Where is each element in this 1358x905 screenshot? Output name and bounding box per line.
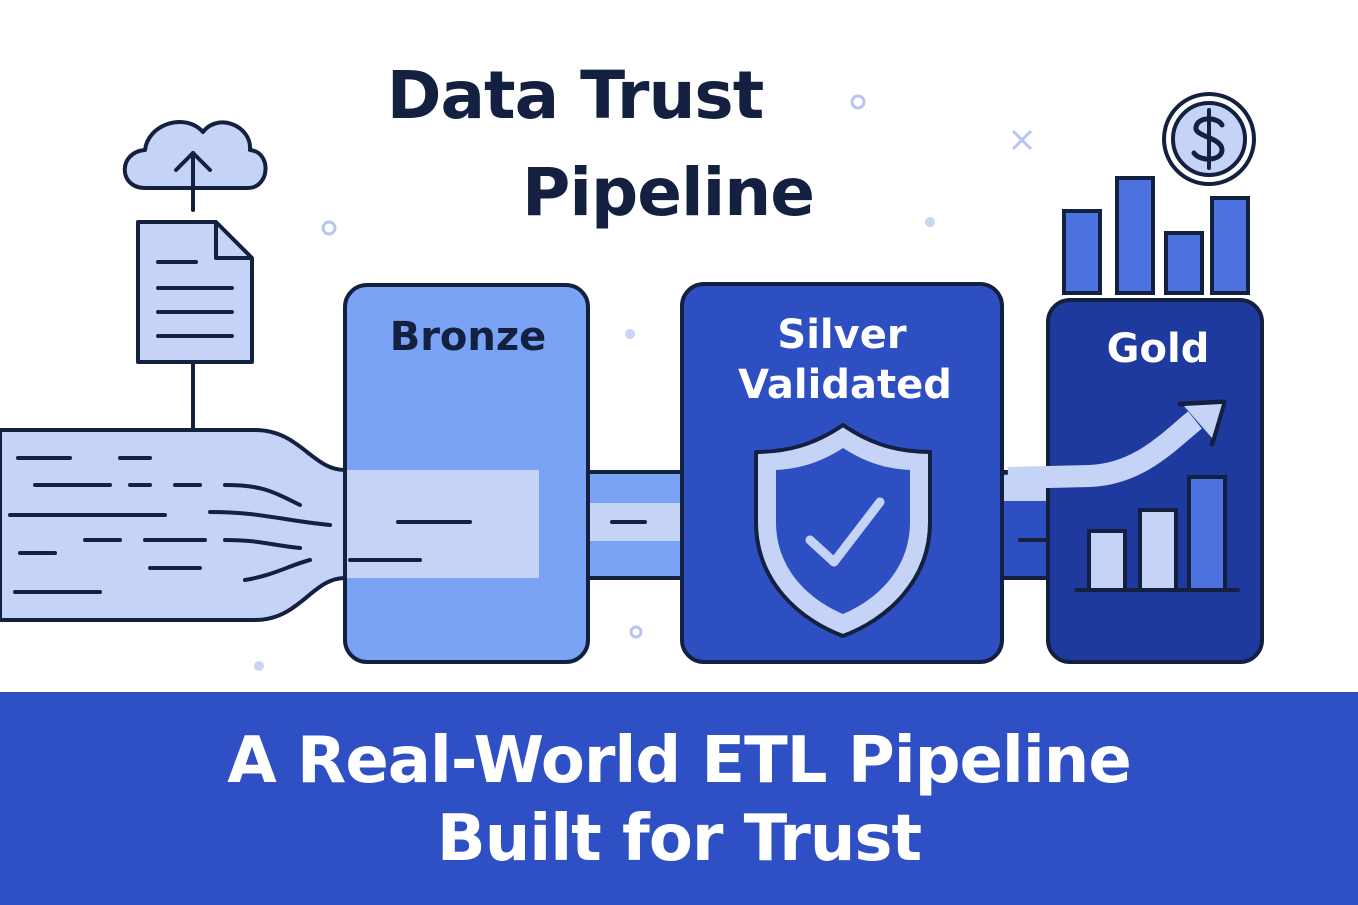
title-line-2: Pipeline [522, 154, 814, 231]
subtitle-line-2: Built for Trust [436, 802, 922, 876]
subtitle-banner [0, 692, 1358, 905]
stage-gold: Gold [1007, 92, 1264, 664]
stage-silver: Silver Validated [680, 282, 1004, 664]
stage-silver-label-line-1: Silver [777, 312, 906, 358]
dollar-coin-icon [1162, 92, 1256, 186]
subtitle-text: A Real-World ETL Pipeline Built for Trus… [0, 722, 1358, 878]
source-file-group [122, 120, 268, 430]
document-icon [136, 220, 254, 364]
bronze-silver-connector [582, 470, 688, 580]
cloud-upload-icon [122, 120, 268, 212]
stage-bronze: Bronze [343, 283, 590, 664]
bar-chart-trend-icon [1074, 475, 1240, 592]
diagram-title: Data Trust Pipeline [387, 57, 815, 231]
title-line-1: Data Trust [387, 57, 764, 134]
bar-chart-icon [1062, 176, 1250, 295]
stage-bronze-label: Bronze [390, 314, 547, 360]
subtitle-line-1: A Real-World ETL Pipeline [227, 724, 1132, 798]
decoration-dots [254, 94, 1033, 671]
shield-check-icon [754, 423, 932, 638]
stage-gold-label: Gold [1107, 326, 1210, 372]
stage-silver-label-line-2: Validated [738, 362, 952, 408]
